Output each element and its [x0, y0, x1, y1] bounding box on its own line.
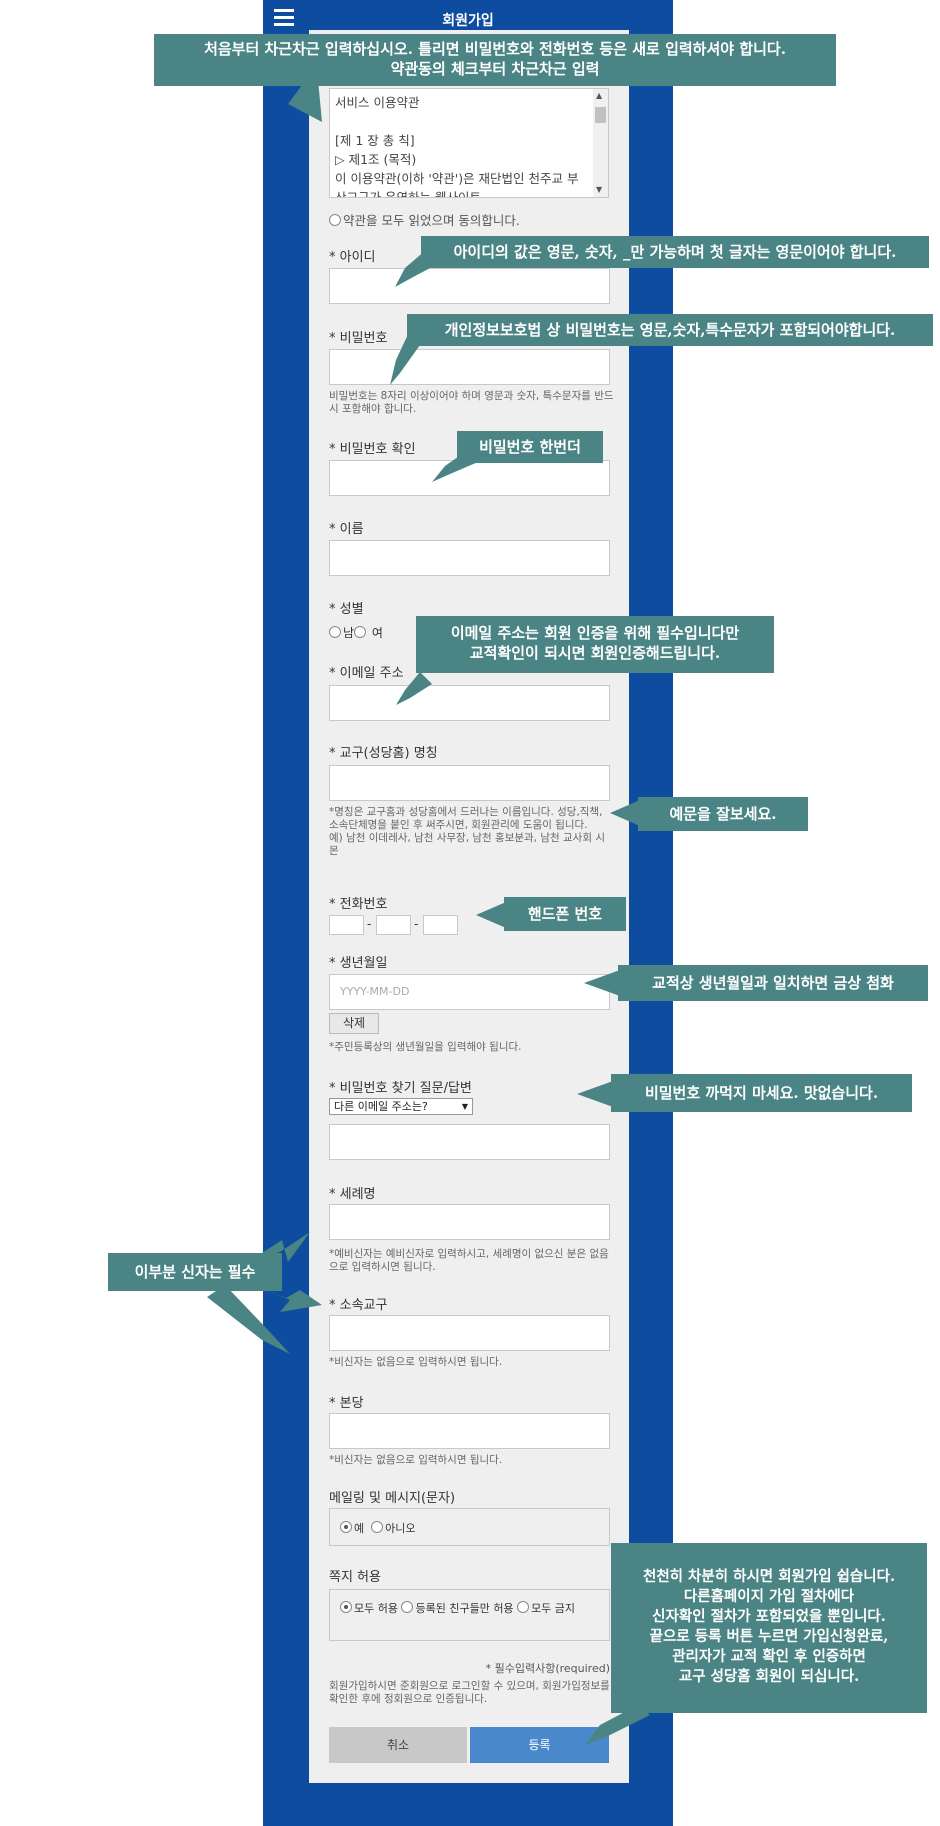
diocese-label: * 소속교구	[329, 1298, 388, 1313]
dropdown-arrow-icon: ▼	[461, 1102, 468, 1111]
hamburger-menu-icon[interactable]	[274, 9, 294, 26]
callout-final: 천천히 차분히 하시면 회원가입 쉽습니다. 다른홈페이지 가입 절차에다 신자…	[611, 1543, 927, 1713]
gender-male-radio[interactable]	[329, 626, 341, 638]
phone-sep-2: -	[414, 917, 419, 931]
email-label: * 이메일 주소	[329, 666, 404, 681]
mailing-options: 예 아니오	[329, 1508, 610, 1546]
id-input[interactable]	[329, 268, 610, 304]
parish-label: * 교구(성당홈) 명칭	[329, 746, 438, 761]
birth-delete-button[interactable]: 삭제	[329, 1013, 379, 1034]
birth-input[interactable]: YYYY-MM-DD	[329, 974, 610, 1010]
name-label: * 이름	[329, 522, 364, 537]
mailing-yes-radio[interactable]	[340, 1521, 352, 1533]
mailing-no-label: 아니오	[385, 1522, 416, 1535]
top-bar: 회원가입	[263, 0, 673, 38]
arrow-phone	[476, 902, 506, 928]
question-answer-input[interactable]	[329, 1124, 610, 1160]
note-label: 쪽지 허용	[329, 1570, 381, 1585]
callout-example: 예문을 잘보세요.	[638, 797, 808, 831]
baptism-label: * 세례명	[329, 1187, 376, 1202]
terms-scrollbar[interactable]: ▲ ▼	[593, 89, 608, 197]
page-title: 회원가입	[442, 13, 494, 29]
mailing-no-radio[interactable]	[371, 1521, 384, 1533]
home-parish-label: * 본당	[329, 1396, 364, 1411]
home-parish-input[interactable]	[329, 1413, 610, 1449]
question-selected-value: 다른 이메일 주소는?	[334, 1100, 428, 1113]
gender-options: 남 여	[329, 624, 383, 641]
note-options: 모두 허용 등록된 친구들만 허용 모두 금지	[329, 1589, 610, 1641]
question-label: * 비밀번호 찾기 질문/답변	[329, 1081, 472, 1096]
phone-input-2[interactable]	[376, 915, 411, 935]
mailing-label: 메일링 및 메시지(문자)	[329, 1491, 456, 1506]
arrow-top	[288, 80, 322, 122]
arrow-email	[396, 672, 432, 705]
callout-start: 처음부터 차근차근 입력하십시오. 틀리면 비밀번호와 전화번호 등은 새로 입…	[154, 34, 836, 86]
callout-birth: 교적상 생년월일과 일치하면 금상 첨화	[618, 965, 928, 1001]
arrow-believer-mid	[250, 1283, 322, 1312]
baptism-help: *예비신자는 예비신자로 입력하시고, 세례명이 없으신 분은 없음으로 입력하…	[329, 1248, 609, 1273]
birth-placeholder: YYYY-MM-DD	[340, 985, 410, 998]
arrow-question	[577, 1081, 613, 1107]
gender-male-label: 남	[343, 626, 355, 640]
question-select[interactable]: 다른 이메일 주소는? ▼	[329, 1098, 473, 1115]
mailing-yes-label: 예	[354, 1522, 365, 1535]
gender-female-label: 여	[371, 626, 383, 640]
scroll-down-icon[interactable]: ▼	[596, 185, 603, 194]
callout-password: 개인정보보호법 상 비밀번호는 영문,숫자,특수문자가 포함되어야합니다.	[407, 314, 933, 346]
note-none-radio[interactable]	[517, 1601, 530, 1613]
parish-help: *명칭은 교구홈과 성당홈에서 드러나는 이름입니다. 성당,직책, 소속단체명…	[329, 806, 605, 857]
password-label: * 비밀번호	[329, 331, 388, 346]
gender-female-radio[interactable]	[354, 626, 367, 638]
terms-text: 서비스 이용약관 [제 1 장 총 칙] ▷ 제1조 (목적) 이 이용약관(이…	[335, 95, 579, 198]
arrow-birth	[584, 970, 620, 996]
id-label: * 아이디	[329, 250, 376, 265]
note-all-radio[interactable]	[340, 1601, 352, 1613]
note-friends-radio[interactable]	[401, 1601, 414, 1613]
callout-question: 비밀번호 까먹지 마세요. 맛없습니다.	[611, 1074, 912, 1112]
diocese-help: *비신자는 없음으로 입력하시면 됩니다.	[329, 1356, 503, 1368]
terms-agree-label: 약관을 모두 읽었으며 동의합니다.	[343, 213, 520, 228]
cancel-button[interactable]: 취소	[329, 1727, 467, 1763]
note-friends-label: 등록된 친구들만 허용	[415, 1602, 514, 1615]
baptism-input[interactable]	[329, 1204, 610, 1240]
callout-id: 아이디의 값은 영문, 숫자, _만 가능하며 첫 글자는 영문이어야 합니다.	[421, 236, 929, 268]
diocese-input[interactable]	[329, 1315, 610, 1351]
note-all-label: 모두 허용	[354, 1602, 398, 1615]
note-none-label: 모두 금지	[531, 1602, 576, 1615]
callout-believer: 이부분 신자는 필수	[108, 1253, 282, 1291]
arrow-example	[610, 800, 640, 826]
birth-label: * 생년월일	[329, 956, 388, 971]
home-parish-help: *비신자는 없음으로 입력하시면 됩니다.	[329, 1454, 503, 1466]
terms-agree-radio[interactable]	[329, 214, 341, 226]
callout-phone: 핸드폰 번호	[504, 897, 626, 931]
phone-label: * 전화번호	[329, 897, 388, 912]
email-input[interactable]	[329, 685, 610, 721]
scroll-up-icon[interactable]: ▲	[596, 91, 603, 100]
password-help: 비밀번호는 8자리 이상이어야 하며 영문과 숫자, 특수문자를 반드시 포함해…	[329, 390, 614, 415]
callout-email: 이메일 주소는 회원 인증을 위해 필수입니다만 교적확인이 되시면 회원인증해…	[416, 616, 774, 673]
gender-label: * 성별	[329, 602, 364, 617]
submit-button[interactable]: 등록	[470, 1727, 609, 1763]
phone-sep-1: -	[367, 917, 372, 931]
terms-agree[interactable]: 약관을 모두 읽었으며 동의합니다.	[329, 210, 520, 229]
scroll-thumb[interactable]	[595, 107, 606, 123]
password-confirm-label: * 비밀번호 확인	[329, 442, 416, 457]
parish-input[interactable]	[329, 765, 610, 801]
phone-input-1[interactable]	[329, 915, 364, 935]
arrow-final	[585, 1705, 650, 1745]
password-input[interactable]	[329, 349, 610, 385]
phone-input-3[interactable]	[423, 915, 458, 935]
name-input[interactable]	[329, 540, 610, 576]
birth-help: *주민등록상의 생년월일을 입력해야 됩니다.	[329, 1041, 522, 1053]
join-note: 회원가입하시면 준회원으로 로그인할 수 있으며, 회원가입정보를 확인한 후에…	[329, 1680, 610, 1705]
callout-password-confirm: 비밀번호 한번더	[457, 431, 603, 463]
terms-textarea[interactable]: 서비스 이용약관 [제 1 장 총 칙] ▷ 제1조 (목적) 이 이용약관(이…	[329, 88, 609, 198]
arrow-believer-down	[207, 1285, 290, 1354]
required-note: * 필수입력사항(required)	[485, 1662, 610, 1675]
